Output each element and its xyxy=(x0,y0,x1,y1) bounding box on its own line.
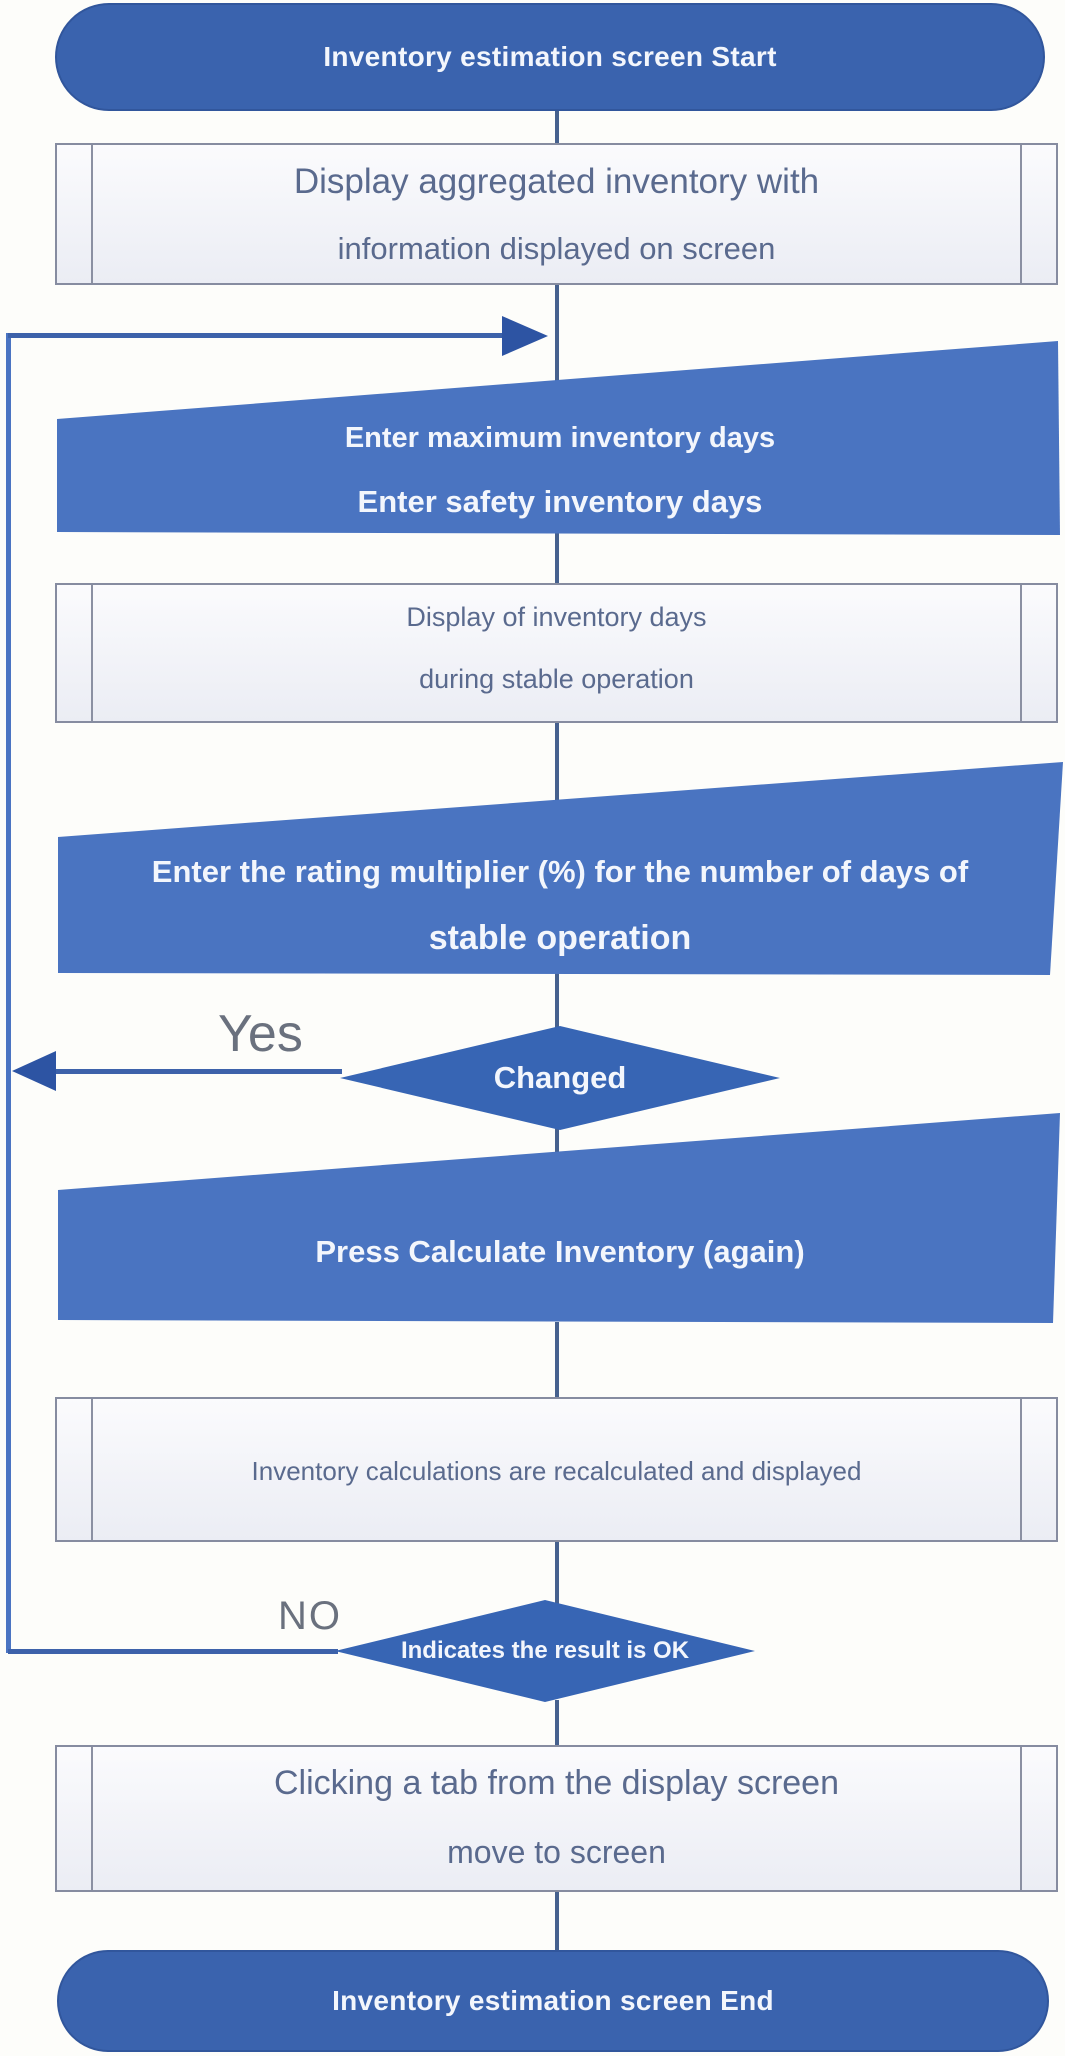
manual-input-label: Enter maximum inventory days xyxy=(344,421,776,454)
terminator-start: Inventory estimation screen Start xyxy=(55,3,1045,111)
process-click-tab: Clicking a tab from the display screen m… xyxy=(55,1745,1058,1892)
manual-input-enter-days: Enter maximum inventory days Enter safet… xyxy=(57,341,1060,535)
process-side-bar xyxy=(91,1747,93,1890)
process-side-bar xyxy=(91,1399,93,1540)
process-display-inventory-days: Display of inventory days during stable … xyxy=(55,583,1058,723)
process-display-aggregated: Display aggregated inventory with inform… xyxy=(55,143,1058,285)
label-yes: Yes xyxy=(218,1005,303,1063)
process-side-bar xyxy=(1020,585,1022,721)
loop-line-yes xyxy=(42,1069,342,1074)
loop-line-top xyxy=(8,333,504,338)
decision-label: Indicates the result is OK xyxy=(400,1637,690,1664)
decision-result-ok: Indicates the result is OK xyxy=(335,1600,755,1702)
process-label: during stable operation xyxy=(419,663,694,694)
manual-input-enter-rating: Enter the rating multiplier (%) for the … xyxy=(58,762,1063,975)
manual-input-label: Enter the rating multiplier (%) for the … xyxy=(151,854,969,889)
connector-decision2-to-step4 xyxy=(555,1700,559,1748)
process-side-bar xyxy=(91,145,93,283)
arrowhead-right-icon xyxy=(502,316,548,356)
manual-input-label: Press Calculate Inventory (again) xyxy=(315,1234,805,1269)
manual-input-label: Enter safety inventory days xyxy=(357,484,763,519)
manual-input-press-calculate: Press Calculate Inventory (again) xyxy=(58,1113,1060,1323)
loop-line-no xyxy=(8,1649,338,1654)
connector-input2-to-decision1 xyxy=(555,973,559,1028)
process-label: Display aggregated inventory with xyxy=(293,162,820,201)
label-no: NO xyxy=(278,1594,342,1638)
decision-changed: Changed xyxy=(340,1026,780,1130)
connector-decision1-to-input3 xyxy=(555,1128,559,1158)
process-side-bar xyxy=(1020,1747,1022,1890)
connector-input1-to-step2 xyxy=(555,533,559,585)
connector-input3-to-step3 xyxy=(555,1322,559,1399)
terminator-end: Inventory estimation screen End xyxy=(57,1950,1049,2052)
decision-label: Changed xyxy=(493,1060,627,1095)
connector-step3-to-decision2 xyxy=(555,1540,559,1604)
process-side-bar xyxy=(1020,145,1022,283)
loop-line-vertical xyxy=(6,333,11,1653)
connector-step1-to-input1 xyxy=(555,285,559,383)
connector-start-to-step1 xyxy=(555,105,559,145)
process-label: Display of inventory days xyxy=(406,601,707,632)
process-side-bar xyxy=(1020,1399,1022,1540)
process-label: information displayed on screen xyxy=(337,231,776,266)
arrowhead-left-icon xyxy=(12,1051,56,1091)
process-recalculated: Inventory calculations are recalculated … xyxy=(55,1397,1058,1542)
process-label: Clicking a tab from the display screen xyxy=(273,1763,840,1802)
connector-step4-to-end xyxy=(555,1890,559,1952)
process-label: Inventory calculations are recalculated … xyxy=(251,1455,862,1486)
terminator-end-label: Inventory estimation screen End xyxy=(332,1985,774,2016)
process-side-bar xyxy=(91,585,93,721)
terminator-start-label: Inventory estimation screen Start xyxy=(323,41,777,72)
connector-step2-to-input2 xyxy=(555,721,559,803)
manual-input-label: stable operation xyxy=(428,918,692,957)
process-label: move to screen xyxy=(447,1833,666,1870)
